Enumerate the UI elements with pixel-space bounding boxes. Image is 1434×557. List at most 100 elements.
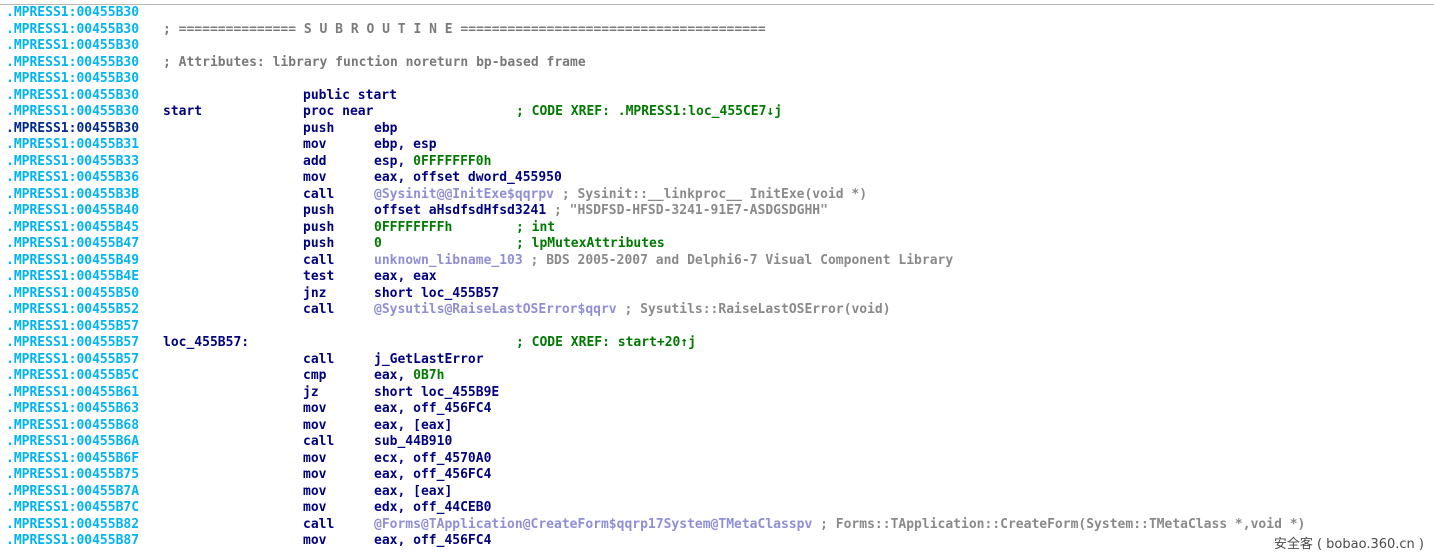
operands[interactable]: 0	[374, 236, 382, 253]
operands[interactable]: j_GetLastError	[374, 352, 484, 369]
address[interactable]: .MPRESS1:00455B6A	[6, 434, 140, 449]
address[interactable]: .MPRESS1:00455B31	[6, 137, 140, 152]
operand[interactable]: eax, off_456FC4	[374, 401, 492, 416]
listing-line[interactable]: .MPRESS1:00455B57 loc_455B57: ; CODE XREF:…	[6, 335, 1430, 352]
mnemonic[interactable]: jnz	[303, 285, 327, 301]
operand[interactable]: unknown_libname_103	[374, 252, 523, 268]
code-xref-comment[interactable]: ; CODE XREF: start+20↑j	[516, 335, 697, 350]
operands[interactable]: sub_44B910	[374, 434, 452, 451]
mnemonic[interactable]: push	[303, 219, 335, 235]
listing-line[interactable]: .MPRESS1:00455B30	[6, 38, 1430, 55]
mnemonic[interactable]: mov	[303, 533, 327, 548]
operand[interactable]: eax, offset dword_455950	[374, 170, 562, 185]
address[interactable]: .MPRESS1:00455B45	[6, 219, 140, 235]
mnemonic[interactable]: mov	[303, 137, 327, 152]
code-label[interactable]: start	[163, 104, 203, 119]
listing-line[interactable]: .MPRESS1:00455B52 call @Sysutils@RaiseLast…	[6, 302, 1430, 319]
operands[interactable]: @Forms@TApplication@CreateForm$qqrp17Sys…	[374, 517, 1305, 534]
listing-line[interactable]: .MPRESS1:00455B50 jnz short loc_455B57	[6, 286, 1430, 303]
address[interactable]: .MPRESS1:00455B30	[6, 120, 140, 136]
listing-line[interactable]: .MPRESS1:00455B57	[6, 319, 1430, 336]
mnemonic[interactable]: call	[303, 302, 335, 317]
address[interactable]: .MPRESS1:00455B57	[6, 351, 140, 367]
operand[interactable]: eax, off_456FC4	[374, 467, 492, 482]
address[interactable]: .MPRESS1:00455B30	[6, 21, 140, 37]
address[interactable]: .MPRESS1:00455B87	[6, 533, 140, 548]
operands[interactable]: eax, off_456FC4	[374, 533, 491, 550]
mnemonic[interactable]: mov	[303, 483, 327, 499]
operands[interactable]: offset aHsdfsdHfsd3241 ; "HSDFSD-HFSD-32…	[374, 203, 828, 220]
operands[interactable]: @Sysinit@@InitExe$qqrpv ; Sysinit::__lin…	[374, 187, 867, 204]
listing-line[interactable]: .MPRESS1:00455B6A call sub_44B910	[6, 434, 1430, 451]
operand[interactable]: offset aHsdfsdHfsd3241	[374, 203, 547, 218]
address[interactable]: .MPRESS1:00455B4E	[6, 269, 140, 284]
address[interactable]: .MPRESS1:00455B30	[6, 38, 140, 53]
code-xref-comment[interactable]: ; CODE XREF: .MPRESS1:loc_455CE7↓j	[516, 104, 783, 119]
address[interactable]: .MPRESS1:00455B52	[6, 302, 140, 317]
listing-line[interactable]: .MPRESS1:00455B30	[6, 5, 1430, 22]
operand[interactable]: eax,	[374, 368, 414, 383]
address[interactable]: .MPRESS1:00455B50	[6, 285, 140, 301]
operands[interactable]: 0FFFFFFFFh	[374, 220, 452, 237]
mnemonic[interactable]: mov	[303, 417, 327, 433]
operands[interactable]: eax, eax	[374, 269, 437, 286]
mnemonic[interactable]: mov	[303, 467, 327, 482]
operand[interactable]: eax, [eax]	[374, 417, 453, 433]
mnemonic[interactable]: call	[303, 252, 335, 268]
mnemonic[interactable]: push	[303, 120, 335, 136]
mnemonic[interactable]: push	[303, 236, 335, 251]
address[interactable]: .MPRESS1:00455B7C	[6, 500, 140, 515]
listing-line[interactable]: .MPRESS1:00455B87 mov eax, off_456FC4	[6, 533, 1430, 550]
operand[interactable]: @Forms@TApplication@CreateForm$qqrp17Sys…	[374, 516, 813, 532]
listing-line[interactable]: .MPRESS1:00455B75 mov eax, off_456FC4	[6, 467, 1430, 484]
address[interactable]: .MPRESS1:00455B30	[6, 5, 140, 20]
operand[interactable]: eax, [eax]	[374, 483, 453, 499]
mnemonic[interactable]: add	[303, 153, 327, 169]
address[interactable]: .MPRESS1:00455B30	[6, 87, 140, 103]
operand[interactable]: @Sysutils@RaiseLastOSError$qqrv	[374, 302, 617, 317]
address[interactable]: .MPRESS1:00455B33	[6, 153, 140, 169]
operands[interactable]: esp, 0FFFFFFF0h	[374, 154, 491, 171]
mnemonic[interactable]: mov	[303, 500, 327, 515]
address[interactable]: .MPRESS1:00455B75	[6, 467, 140, 482]
address[interactable]: .MPRESS1:00455B40	[6, 203, 140, 218]
operands[interactable]: edx, off_44CEB0	[374, 500, 491, 517]
code-label[interactable]: loc_455B57:	[163, 335, 250, 350]
operand[interactable]: eax, off_456FC4	[374, 533, 492, 548]
operands[interactable]: ebp, esp	[374, 137, 437, 154]
address[interactable]: .MPRESS1:00455B47	[6, 236, 140, 251]
operands[interactable]: eax, off_456FC4	[374, 467, 491, 484]
mnemonic[interactable]: call	[303, 434, 335, 449]
operands[interactable]: short loc_455B57	[374, 286, 499, 303]
mnemonic[interactable]: proc near	[303, 104, 374, 119]
operand[interactable]: eax, eax	[374, 269, 437, 284]
operands[interactable]: ecx, off_4570A0	[374, 451, 491, 468]
address[interactable]: .MPRESS1:00455B6F	[6, 450, 140, 466]
address[interactable]: .MPRESS1:00455B57	[6, 335, 140, 350]
listing-line[interactable]: .MPRESS1:00455B30 start proc near ; CODE XR…	[6, 104, 1430, 121]
operand[interactable]: sub_44B910	[374, 434, 453, 449]
operand[interactable]: 0FFFFFFF0h	[413, 153, 492, 169]
operand[interactable]: 0FFFFFFFFh	[374, 219, 453, 235]
address[interactable]: .MPRESS1:00455B30	[6, 104, 140, 119]
mnemonic[interactable]: mov	[303, 450, 327, 466]
disassembly-listing[interactable]: .MPRESS1:00455B30.MPRESS1:00455B30; ====…	[6, 5, 1430, 550]
operand[interactable]: ebp, esp	[374, 137, 437, 152]
listing-line[interactable]: .MPRESS1:00455B31 mov ebp, esp	[6, 137, 1430, 154]
address[interactable]: .MPRESS1:00455B61	[6, 384, 140, 400]
mnemonic[interactable]: mov	[303, 170, 327, 185]
mnemonic[interactable]: call	[303, 351, 335, 367]
